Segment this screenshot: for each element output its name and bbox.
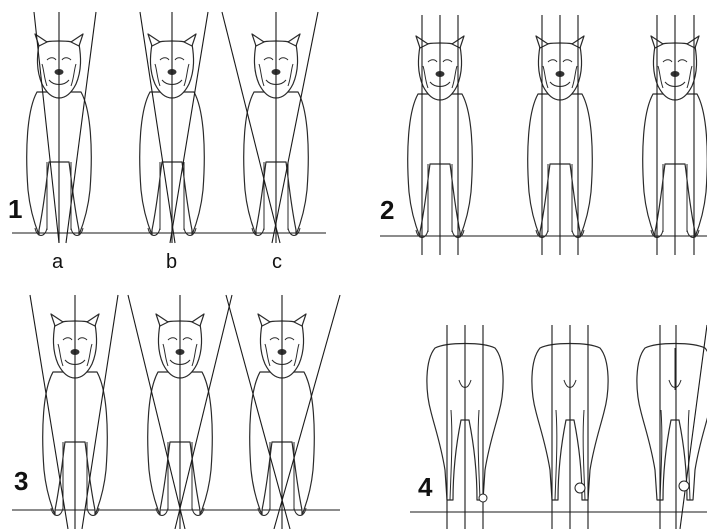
panel-number-2: 2 [380, 197, 394, 223]
subfigure-label-a: a [52, 252, 63, 272]
panel-number-4: 4 [418, 474, 432, 500]
panel-4-drawing [410, 325, 707, 529]
panel-number-1: 1 [8, 196, 22, 222]
panel-2-drawing [380, 15, 707, 255]
subfigure-label-b: b [166, 252, 177, 272]
panel-number-3: 3 [14, 468, 28, 494]
subfigure-label-c: c [272, 252, 282, 272]
panel-1-drawing [12, 12, 326, 243]
panel-3-drawing [12, 295, 340, 529]
